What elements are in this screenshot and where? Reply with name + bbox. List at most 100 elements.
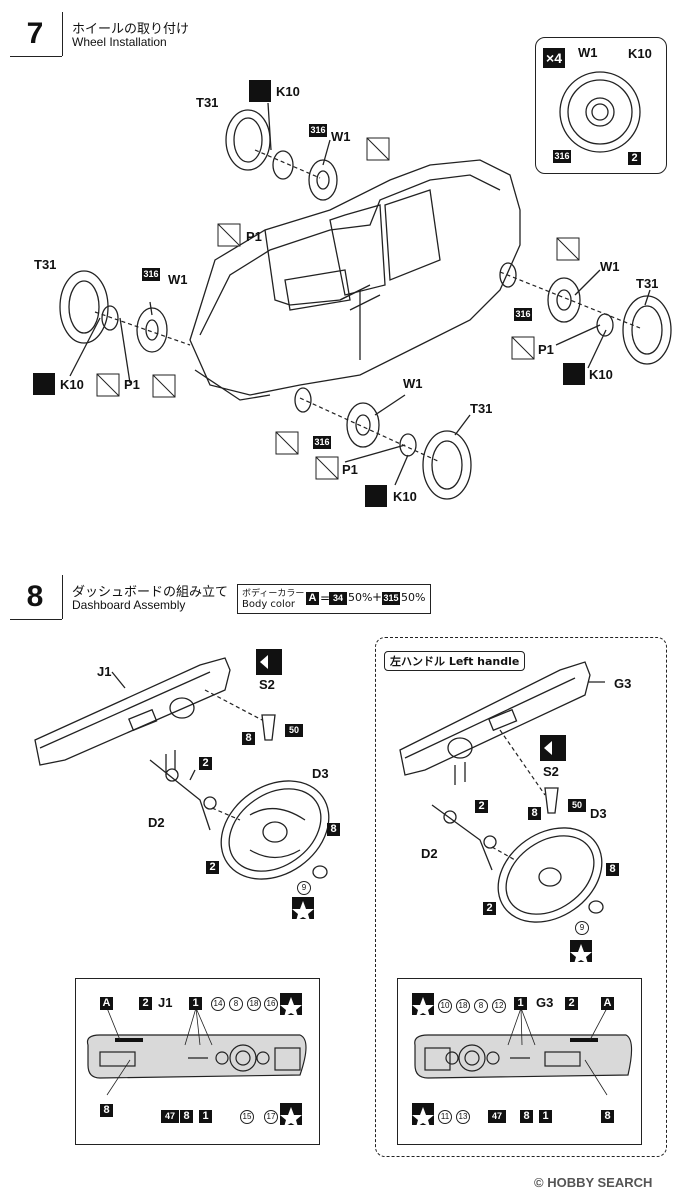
code-8-wheel-left: 8 [606,863,619,876]
step8-number: 8 [26,580,44,613]
label-s2-left: S2 [543,764,559,779]
dash-l-bot-11: 11 [438,1110,452,1124]
body-color-c1: 34 [329,592,347,605]
step8-illustration [34,649,605,964]
dash-detail-right [75,978,320,1145]
body-color-p1: 50% [348,591,373,604]
step8-divider [62,575,63,619]
code-9-left: 9 [575,921,589,935]
label-d2-left: D2 [421,846,438,861]
label-p1-b: P1 [124,377,140,392]
label-w1-b: W1 [168,272,188,287]
code-50-s2-right: 50 [285,724,303,737]
dash-l-bot-8b: 8 [601,1110,614,1123]
code-316-d: 316 [313,436,331,449]
step7-divider [62,12,63,56]
dash-r-bot-1: 1 [199,1110,212,1123]
step7-underline [10,56,62,57]
dash-l-bot-1: 1 [539,1110,552,1123]
step7-title-en: Wheel Installation [72,35,167,49]
dash-r-top-16: 16 [264,997,278,1011]
label-p1-c: P1 [538,342,554,357]
label-t31-b: T31 [34,257,57,272]
code-316-c: 316 [514,308,532,321]
label-d3-left: D3 [590,806,607,821]
dash-l-top-12: 12 [492,999,506,1013]
label-w1-d: W1 [403,376,423,391]
dash-r-top-1: 1 [189,997,202,1010]
step7-illustration [33,71,672,507]
label-d3-right: D3 [312,766,329,781]
label-w1-a: W1 [331,129,351,144]
inset-label-w1: W1 [578,45,598,60]
label-k10-b: K10 [60,377,84,392]
body-color-box: ボディーカラー Body color A = 34 50% + 315 50% [237,584,431,614]
dash-l-top-2: 2 [565,997,578,1010]
dash-l-top-g3: G3 [536,995,554,1010]
code-8-s2-right: 8 [242,732,255,745]
body-color-c2: 315 [382,592,400,605]
label-p1-d: P1 [342,462,358,477]
dash-detail-left [397,978,642,1145]
label-k10-a: K10 [276,84,300,99]
label-t31-d: T31 [470,401,493,416]
dash-l-top-10: 10 [438,999,452,1013]
dash-r-bot-47: 47 [161,1110,179,1123]
multiplier-badge: ×4 [543,48,565,68]
step7-title-jp: ホイールの取り付け [72,22,190,37]
body-color-label-en: Body color [242,599,296,610]
left-handle-label: 左ハンドル Left handle [384,651,526,671]
dash-l-top-1: 1 [514,997,527,1010]
body-color-code: A [306,592,319,605]
label-p1-a: P1 [246,229,262,244]
step8-title-jp: ダッシュボードの組み立て [72,585,229,600]
code-2-column-right: 2 [199,757,212,770]
left-handle-group [375,637,667,1157]
dash-r-top-a: A [100,997,113,1010]
dash-l-top-18: 18 [456,999,470,1013]
code-2-column-left: 2 [475,800,488,813]
code-8-s2-left: 8 [528,807,541,820]
dash-l-top-a: A [601,997,614,1010]
label-g3: G3 [614,676,632,691]
dash-r-top-14: 14 [211,997,225,1011]
code-9-right: 9 [297,881,311,895]
code-50-s2-left: 50 [568,799,586,812]
dash-r-top-8: 8 [229,997,243,1011]
inset-code-316: 316 [553,150,571,163]
dash-l-bot-47: 47 [488,1110,506,1123]
watermark: © HOBBY SEARCH [534,1175,653,1190]
inset-label-k10: K10 [628,46,652,61]
step7-number: 7 [26,17,44,50]
code-2-wheel-right: 2 [206,861,219,874]
label-k10-d: K10 [393,489,417,504]
dash-l-bot-8: 8 [520,1110,533,1123]
inset-code-2: 2 [628,152,641,165]
label-k10-c: K10 [589,367,613,382]
dash-r-bot-15: 15 [240,1110,254,1124]
code-8-wheel-right: 8 [327,823,340,836]
code-316-b: 316 [142,268,160,281]
label-t31-c: T31 [636,276,659,291]
dash-l-bot-13: 13 [456,1110,470,1124]
body-color-label-jp: ボディーカラー [242,589,305,599]
label-s2-right: S2 [259,677,275,692]
wheel-inset-frame [535,37,667,174]
dash-r-bot-8b: 8 [180,1110,193,1123]
code-2-wheel-left: 2 [483,902,496,915]
dash-r-bot-17: 17 [264,1110,278,1124]
step8-title-en: Dashboard Assembly [72,598,186,612]
label-d2-right: D2 [148,815,165,830]
label-t31-a: T31 [196,95,219,110]
step8-underline [10,619,62,620]
dash-r-top-2: 2 [139,997,152,1010]
body-color-plus: + [372,590,383,604]
body-color-p2: 50% [401,591,426,604]
body-color-eq: = [320,591,331,605]
dash-r-top-18: 18 [247,997,261,1011]
label-j1: J1 [97,664,112,679]
label-w1-c: W1 [600,259,620,274]
dash-r-top-j1: J1 [158,995,173,1010]
code-316-a: 316 [309,124,327,137]
